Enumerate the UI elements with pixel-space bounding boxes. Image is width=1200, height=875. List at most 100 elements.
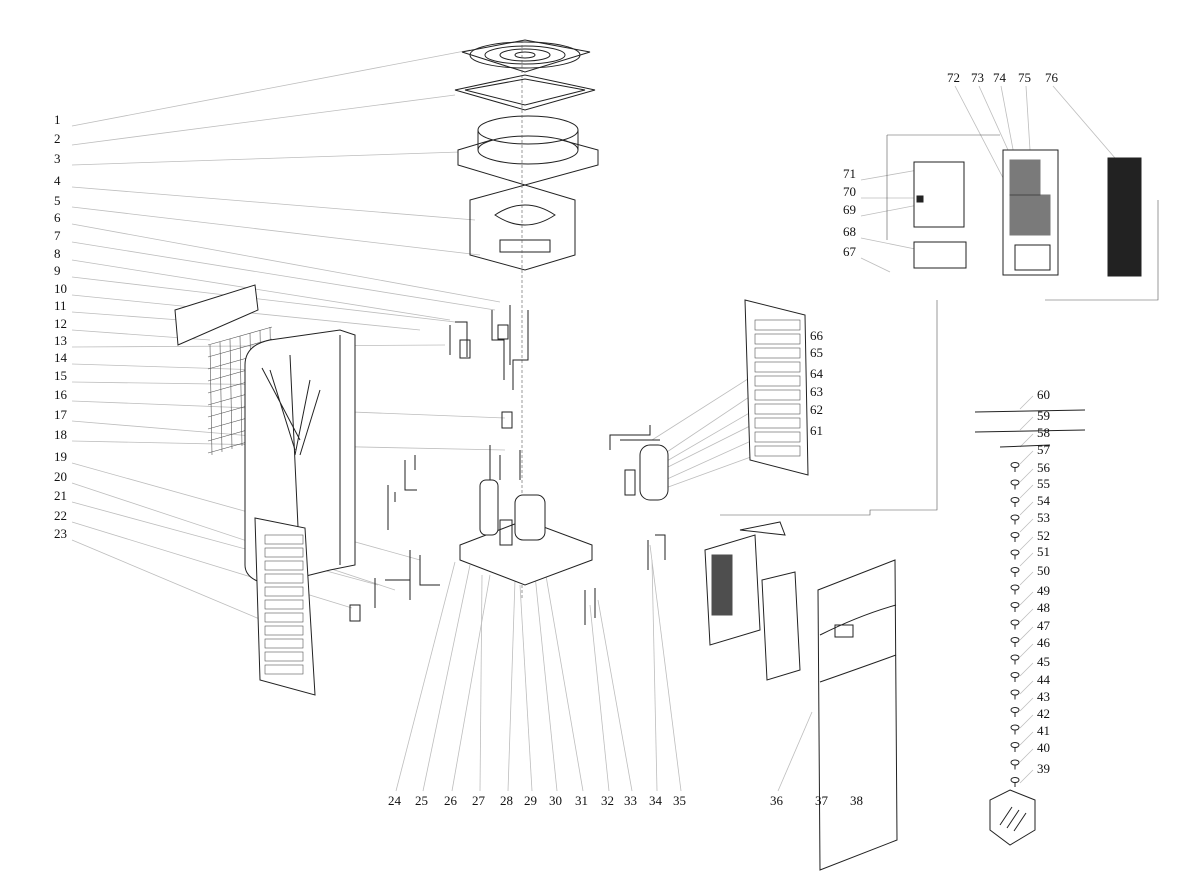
leader-line-45 bbox=[1019, 662, 1034, 677]
leader-line-5 bbox=[71, 206, 481, 256]
part-number-54: 54 bbox=[1037, 493, 1051, 508]
part-number-51: 51 bbox=[1037, 544, 1050, 559]
leader-line-23 bbox=[71, 539, 263, 621]
expansion-valve bbox=[584, 534, 666, 625]
part-number-7: 7 bbox=[54, 228, 61, 243]
leader-line-35 bbox=[649, 544, 682, 792]
base-compressor-assembly bbox=[459, 445, 593, 586]
part-number-66: 66 bbox=[810, 328, 824, 343]
part-number-37: 37 bbox=[815, 793, 829, 808]
front-panel bbox=[817, 559, 898, 871]
part-number-16: 16 bbox=[54, 387, 68, 402]
part-number-67: 67 bbox=[843, 244, 857, 259]
leader-line-31 bbox=[544, 569, 584, 792]
part-number-71: 71 bbox=[843, 166, 856, 181]
part-number-20: 20 bbox=[54, 469, 67, 484]
leader-line-47 bbox=[1019, 626, 1034, 641]
tool-kit bbox=[989, 789, 1036, 846]
part-number-13: 13 bbox=[54, 333, 67, 348]
leader-line-32 bbox=[589, 604, 610, 792]
leader-line-44 bbox=[1019, 680, 1034, 695]
part-number-62: 62 bbox=[810, 402, 823, 417]
part-number-25: 25 bbox=[415, 793, 428, 808]
part-number-58: 58 bbox=[1037, 425, 1050, 440]
leader-line-68 bbox=[860, 237, 921, 251]
part-number-5: 5 bbox=[54, 193, 61, 208]
leader-line-7 bbox=[71, 241, 496, 311]
part-number-55: 55 bbox=[1037, 476, 1050, 491]
fan-grille bbox=[461, 39, 591, 73]
part-number-24: 24 bbox=[388, 793, 402, 808]
sensor-pipes bbox=[374, 455, 440, 608]
parts-drawing bbox=[174, 39, 1159, 871]
part-number-46: 46 bbox=[1037, 635, 1051, 650]
part-number-23: 23 bbox=[54, 526, 67, 541]
side-panel-left bbox=[254, 517, 316, 696]
part-number-19: 19 bbox=[54, 449, 67, 464]
part-number-68: 68 bbox=[843, 224, 856, 239]
part-number-4: 4 bbox=[54, 173, 61, 188]
part-number-2: 2 bbox=[54, 131, 61, 146]
part-number-22: 22 bbox=[54, 508, 67, 523]
leader-line-39 bbox=[1019, 769, 1034, 784]
leader-line-25 bbox=[422, 564, 471, 792]
fasteners-column bbox=[974, 409, 1086, 787]
leader-line-42 bbox=[1019, 714, 1034, 729]
leader-line-9 bbox=[71, 276, 456, 323]
leader-line-43 bbox=[1019, 697, 1034, 712]
part-number-45: 45 bbox=[1037, 654, 1050, 669]
leader-line-50 bbox=[1019, 571, 1034, 586]
leader-line-59 bbox=[1019, 416, 1034, 431]
side-panel-right bbox=[744, 299, 809, 476]
part-number-56: 56 bbox=[1037, 460, 1051, 475]
leader-line-33 bbox=[597, 599, 633, 792]
part-number-9: 9 bbox=[54, 263, 61, 278]
leader-line-55 bbox=[1019, 484, 1034, 499]
part-number-38: 38 bbox=[850, 793, 863, 808]
leader-line-51 bbox=[1019, 552, 1034, 567]
part-number-70: 70 bbox=[843, 184, 856, 199]
part-number-18: 18 bbox=[54, 427, 67, 442]
part-number-64: 64 bbox=[810, 366, 824, 381]
part-number-21: 21 bbox=[54, 488, 67, 503]
part-number-31: 31 bbox=[575, 793, 588, 808]
leader-line-34 bbox=[651, 559, 658, 792]
part-number-3: 3 bbox=[54, 151, 61, 166]
part-number-75: 75 bbox=[1018, 70, 1031, 85]
part-number-30: 30 bbox=[549, 793, 562, 808]
part-number-27: 27 bbox=[472, 793, 486, 808]
part-number-33: 33 bbox=[624, 793, 637, 808]
part-number-28: 28 bbox=[500, 793, 513, 808]
leader-line-29 bbox=[519, 584, 533, 792]
part-number-63: 63 bbox=[810, 384, 823, 399]
leader-line-11 bbox=[71, 311, 181, 321]
leader-line-67 bbox=[860, 257, 891, 273]
part-number-73: 73 bbox=[971, 70, 984, 85]
leader-line-27 bbox=[479, 574, 483, 792]
part-number-72: 72 bbox=[947, 70, 960, 85]
part-number-48: 48 bbox=[1037, 600, 1050, 615]
part-number-60: 60 bbox=[1037, 387, 1050, 402]
part-number-53: 53 bbox=[1037, 510, 1050, 525]
part-number-6: 6 bbox=[54, 210, 61, 225]
part-number-39: 39 bbox=[1037, 761, 1050, 776]
part-number-34: 34 bbox=[649, 793, 663, 808]
part-number-15: 15 bbox=[54, 368, 67, 383]
part-number-50: 50 bbox=[1037, 563, 1050, 578]
part-number-40: 40 bbox=[1037, 740, 1050, 755]
part-number-52: 52 bbox=[1037, 528, 1050, 543]
part-number-57: 57 bbox=[1037, 442, 1051, 457]
part-number-59: 59 bbox=[1037, 408, 1050, 423]
leader-line-1 bbox=[71, 49, 471, 127]
leader-line-41 bbox=[1019, 731, 1034, 746]
leader-line-53 bbox=[1019, 518, 1034, 533]
part-number-11: 11 bbox=[54, 298, 67, 313]
leader-line-49 bbox=[1019, 591, 1034, 606]
leader-line-60 bbox=[1019, 395, 1034, 410]
part-number-65: 65 bbox=[810, 345, 823, 360]
control-boards bbox=[720, 134, 1159, 516]
part-number-49: 49 bbox=[1037, 583, 1050, 598]
